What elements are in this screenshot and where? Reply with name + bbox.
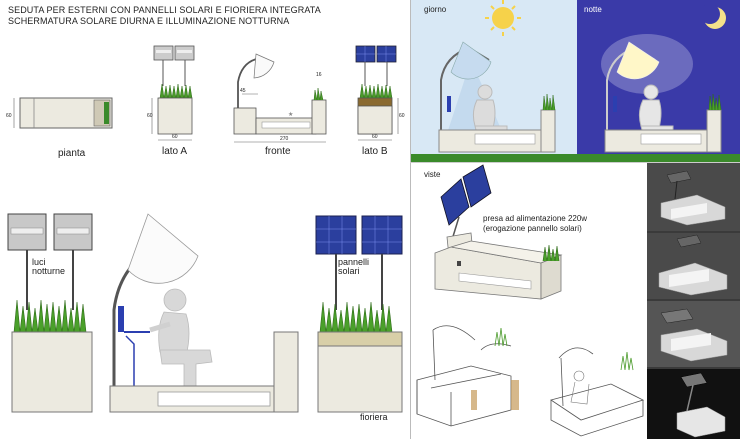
fronte-label: fronte <box>265 146 291 157</box>
thumb-3 <box>647 301 740 367</box>
render-thumbnails <box>647 163 740 439</box>
presa-label-1: presa ad alimentazione 220w <box>483 214 588 223</box>
night-label: notte <box>584 5 602 14</box>
lato-a-view <box>151 45 195 141</box>
thumb-4 <box>647 369 740 439</box>
presa-label-2: (erogazione pannello solari) <box>483 224 582 233</box>
fronte-dim-270: 270 <box>280 136 289 142</box>
lato-b-dim-w: 60 <box>372 134 378 140</box>
page-title: SEDUTA PER ESTERNI CON PANNELLI SOLARI E… <box>8 5 321 27</box>
lato-b-view <box>355 45 399 141</box>
lato-a-dim-w: 60 <box>172 134 178 140</box>
moon-icon <box>700 4 726 29</box>
day-panel <box>411 0 577 162</box>
sun-icon <box>485 0 521 36</box>
svg-text:★: ★ <box>288 111 293 118</box>
pianta-label: pianta <box>58 148 86 159</box>
pianta-view <box>13 97 113 129</box>
fronte-view: ★ <box>233 53 327 143</box>
viste-label: viste <box>424 170 441 179</box>
label-luci: luci <box>32 257 46 267</box>
label-solari: solari <box>338 266 360 276</box>
lato-a-label: lato A <box>162 146 188 157</box>
label-fioriera: fioriera <box>360 412 388 422</box>
vertical-divider <box>410 0 411 439</box>
sketch-drawings <box>416 325 645 437</box>
fronte-dim-16: 16 <box>316 72 322 78</box>
viste-3d-drawing <box>434 164 563 300</box>
horizontal-divider <box>410 162 740 163</box>
label-notturne: notturne <box>32 266 66 276</box>
lato-b-dim-h: 60 <box>399 113 405 119</box>
fronte-dim-45: 45 <box>240 88 246 94</box>
label-pannelli: pannelli <box>338 257 370 267</box>
lato-a-dim-h: 60 <box>147 113 153 119</box>
lato-b-label: lato B <box>362 146 388 157</box>
thumb-1 <box>647 163 740 231</box>
title-line-2: SCHERMATURA SOLARE DIURNA E ILLUMINAZION… <box>8 16 290 26</box>
pianta-dim: 60 <box>6 113 12 119</box>
title-line-1: SEDUTA PER ESTERNI CON PANNELLI SOLARI E… <box>8 5 321 15</box>
day-label: giorno <box>424 5 447 14</box>
night-panel <box>577 0 740 162</box>
thumb-2 <box>647 233 740 299</box>
large-front-drawing <box>7 213 403 413</box>
